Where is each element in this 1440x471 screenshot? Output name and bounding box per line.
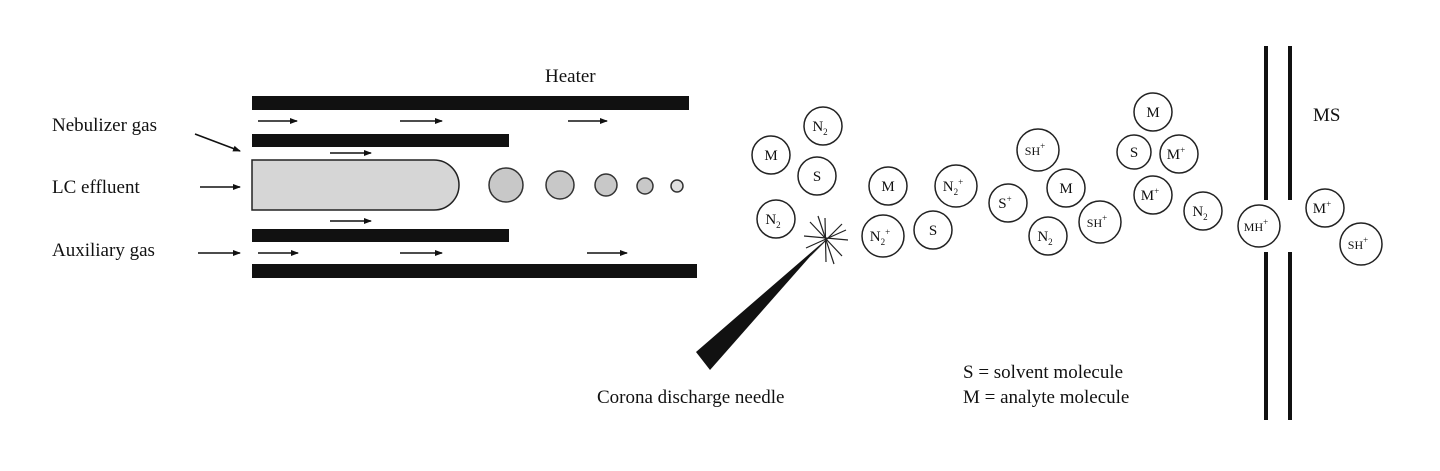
molecule-label: N2+ [943, 177, 963, 197]
droplet [545, 170, 575, 200]
molecule-circle [803, 106, 843, 146]
label-pointer-arrows [194, 133, 241, 256]
molecule-label: MH+ [1244, 217, 1268, 234]
molecule-circle [1028, 216, 1068, 256]
molecule-circle [913, 210, 953, 250]
molecule-label: SH+ [1025, 141, 1045, 158]
molecule: SH+ [1339, 222, 1383, 266]
molecule: N2+ [861, 214, 905, 258]
molecule-label: S [1130, 145, 1138, 161]
gas-flow-arrows [258, 118, 628, 256]
molecule-label: SH+ [1087, 213, 1107, 230]
molecule-label: M [764, 148, 777, 164]
nebulizer-gas-label: Nebulizer gas [52, 115, 157, 136]
molecule: N2+ [934, 164, 978, 208]
molecule: M [868, 166, 908, 206]
droplet [636, 177, 654, 195]
molecule-circle [988, 183, 1028, 223]
molecule-circle [868, 166, 908, 206]
outer-tube-bottom-wall [252, 264, 697, 278]
molecule-circle [1133, 92, 1173, 132]
molecule: S+ [988, 183, 1028, 223]
molecule-circle [797, 156, 837, 196]
corona-spark [803, 215, 849, 265]
molecule-circle [1116, 134, 1152, 170]
molecule-circle [861, 214, 905, 258]
legend-solvent: S = solvent molecule [963, 362, 1123, 383]
molecule-circle [1237, 204, 1281, 248]
legend-analyte: M = analyte molecule [963, 387, 1129, 408]
molecule-label: S [813, 169, 821, 185]
molecule-circle [1046, 168, 1086, 208]
droplet [670, 179, 684, 193]
molecule: S [1116, 134, 1152, 170]
lc-capillary [251, 159, 460, 211]
molecule: S [797, 156, 837, 196]
outer-tube-top-wall [252, 96, 689, 110]
molecule: SH+ [1016, 128, 1060, 172]
inner-tube-top-wall [252, 134, 509, 147]
molecule: M [1046, 168, 1086, 208]
molecule-circle [751, 135, 791, 175]
molecule: M+ [1305, 188, 1345, 228]
molecule: N2 [803, 106, 843, 146]
inner-tube-bottom-wall [252, 229, 509, 242]
molecule: M+ [1159, 134, 1199, 174]
heater-label: Heater [545, 66, 596, 87]
corona-needle-label: Corona discharge needle [597, 387, 784, 408]
molecule: N2 [756, 199, 796, 239]
molecule-circle [1305, 188, 1345, 228]
molecule-label: S [929, 223, 937, 239]
molecule: M [1133, 92, 1173, 132]
molecule-circle [756, 199, 796, 239]
ms-label: MS [1313, 105, 1340, 126]
molecule: SH+ [1078, 200, 1122, 244]
molecule: M [751, 135, 791, 175]
molecule-circle [1133, 175, 1173, 215]
molecule-circle [1016, 128, 1060, 172]
molecule: N2 [1183, 191, 1223, 231]
lc-effluent-label: LC effluent [52, 177, 140, 198]
ms-inlet [1264, 46, 1292, 420]
molecule-circle [1078, 200, 1122, 244]
molecule: MH+ [1237, 204, 1281, 248]
molecule-label: M [1059, 181, 1072, 197]
molecule-circle [1339, 222, 1383, 266]
molecule-circle [934, 164, 978, 208]
molecule: M+ [1133, 175, 1173, 215]
droplet [594, 173, 618, 197]
droplet [488, 167, 524, 203]
molecule-label: M [1146, 105, 1159, 121]
molecule-label: M [881, 179, 894, 195]
auxiliary-gas-label: Auxiliary gas [52, 240, 155, 261]
corona-needle [696, 243, 822, 370]
molecule-label: N2+ [870, 227, 890, 247]
molecule: N2 [1028, 216, 1068, 256]
molecule-label: SH+ [1348, 235, 1368, 252]
molecule-circle [1183, 191, 1223, 231]
molecule-circle [1159, 134, 1199, 174]
molecule: S [913, 210, 953, 250]
